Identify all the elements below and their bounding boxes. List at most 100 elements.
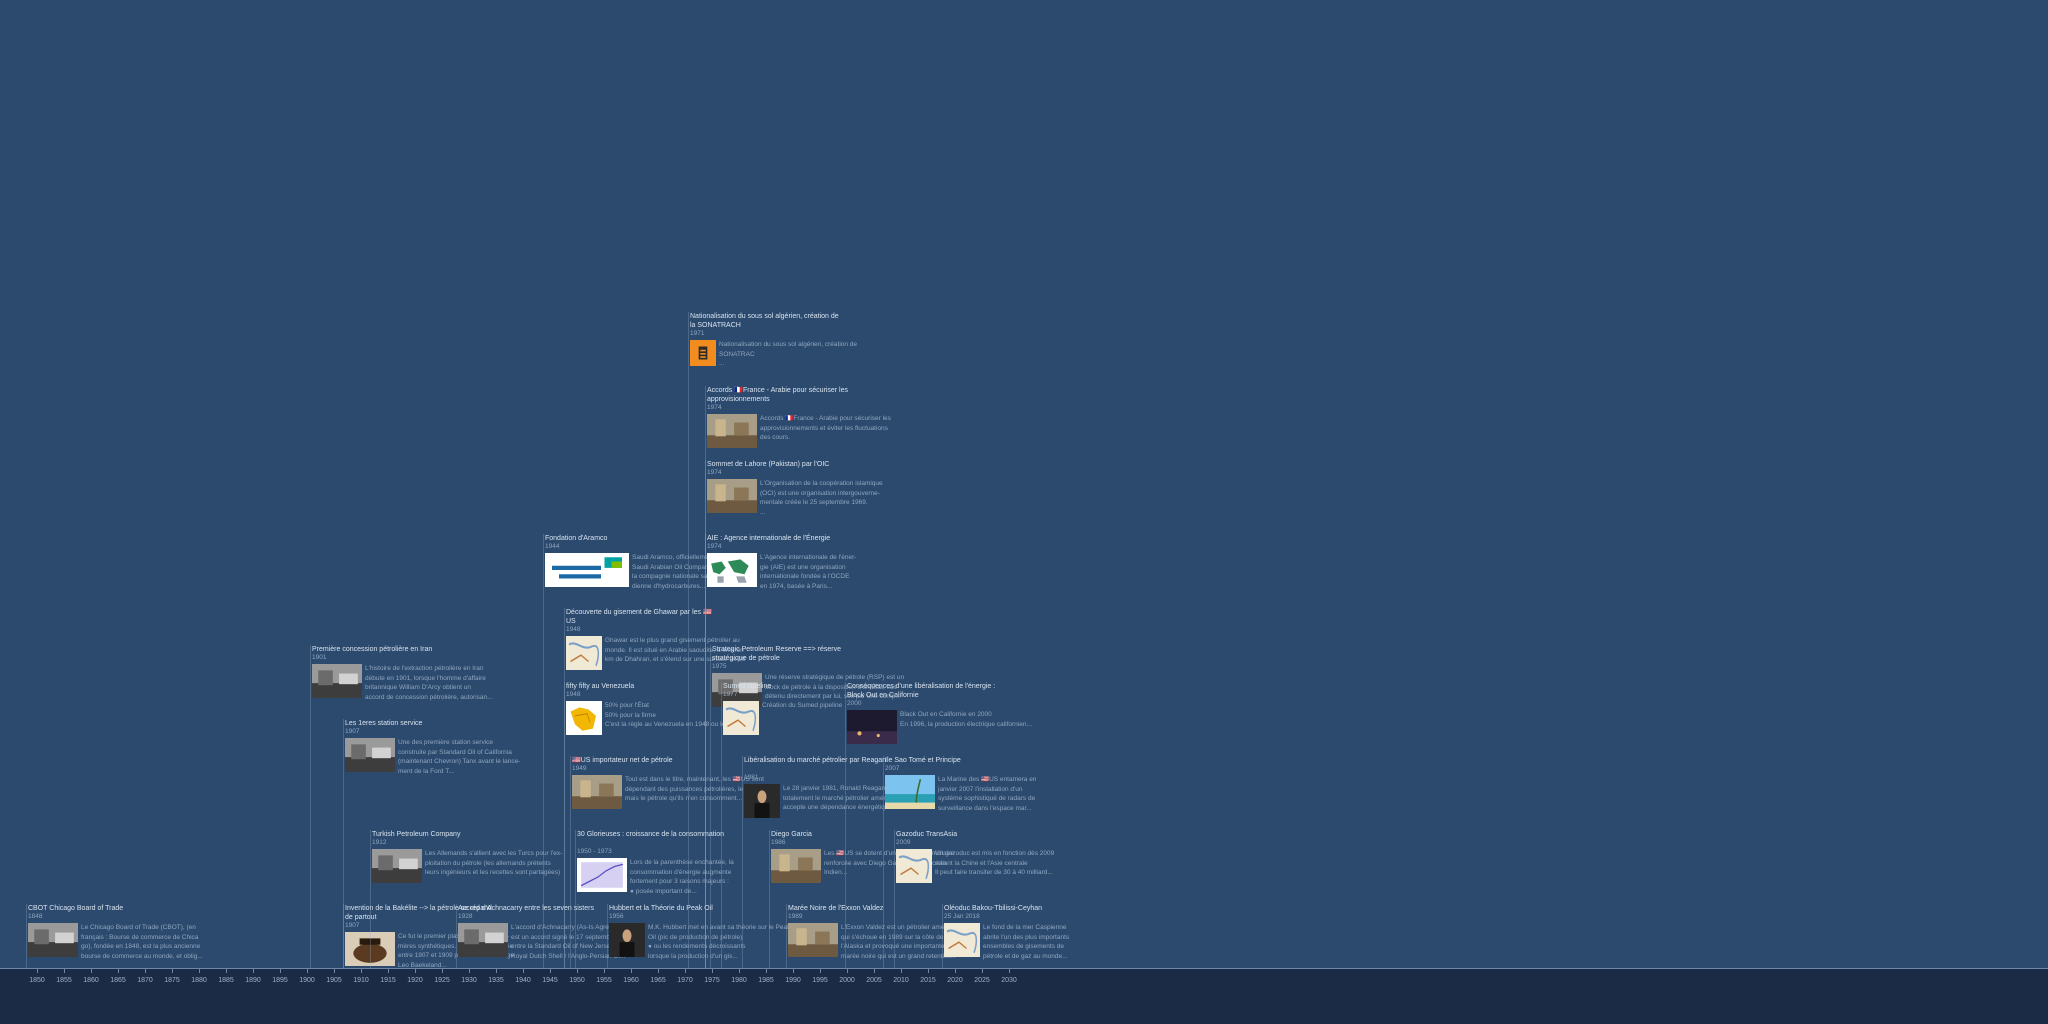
event-title: Oléoduc Bakou-Tbilissi-Ceyhan: [944, 905, 1043, 912]
map-small-thumbnail[interactable]: [566, 636, 602, 670]
axis-tick: [307, 969, 308, 973]
axis-tick: [280, 969, 281, 973]
description-line: Lors de la parenthèse enchantée, la: [630, 859, 734, 866]
photo-color-thumbnail[interactable]: [707, 414, 757, 448]
event-marker-line: [570, 756, 571, 968]
axis-tick-label: 2005: [866, 977, 882, 984]
timeline-event[interactable]: Accord d'Achnacarry entre les seven sist…: [458, 904, 648, 964]
photo-color-thumbnail[interactable]: [572, 775, 622, 809]
description-line: Black Out en Californie en 2000: [900, 711, 992, 718]
portrait-thumbnail[interactable]: [609, 923, 645, 957]
description-line: renforcée avec Diego Garcia dans l'Océan: [824, 859, 947, 867]
event-description: L'histoire de l'extraction pétrolière en…: [365, 664, 505, 704]
photo-gray-thumbnail[interactable]: [312, 664, 362, 698]
event-date: 1928: [458, 913, 473, 920]
time-axis-band[interactable]: [0, 968, 2048, 1024]
timeline-event[interactable]: Libéralisation du marché pétrolier par R…: [744, 756, 934, 818]
event-title: fifty fifty au Venezuela: [566, 683, 635, 690]
event-date: 1944: [545, 543, 560, 550]
axis-tick-label: 1980: [731, 977, 747, 984]
timeline-event[interactable]: Nationalisation du sous sol algérien, cr…: [690, 312, 880, 372]
description-line: mères synthétiques. Elle fut développée: [398, 942, 514, 950]
event-description: Une réserve stratégique de pétrole (RSP)…: [765, 673, 905, 713]
orange-thumbnail[interactable]: [690, 340, 716, 366]
description-line: surveillance dans l'espace mar...: [938, 804, 1032, 812]
description-line: gie (AIE) est une organisation: [760, 563, 846, 571]
photo-dark-thumbnail[interactable]: [847, 710, 897, 744]
photo-gray-thumbnail[interactable]: [345, 738, 395, 772]
timeline-event[interactable]: Invention de la Bakélite --> la pétrole …: [345, 904, 535, 969]
axis-tick: [955, 969, 956, 973]
event-title: Conséquences d'une libéralisation de l'é…: [847, 683, 996, 699]
axis-tick-label: 2010: [893, 977, 909, 984]
photo-brown-thumbnail[interactable]: [345, 932, 395, 966]
event-marker-line: [688, 312, 689, 968]
portrait-thumbnail[interactable]: [744, 784, 780, 818]
event-date: 1974: [707, 469, 722, 476]
photo-color-thumbnail[interactable]: [771, 849, 821, 883]
map-small-thumbnail[interactable]: [944, 923, 980, 957]
event-marker-line: [456, 904, 457, 968]
timeline-event[interactable]: 30 Glorieuses : croissance de la consomm…: [577, 830, 767, 895]
event-title: Les 1eres station service: [345, 720, 423, 727]
event-date: 1974: [707, 543, 722, 550]
timeline-event[interactable]: AIE : Agence internationale de l'Énergie…: [707, 534, 897, 594]
chart-thumbnail[interactable]: [577, 858, 627, 892]
description-line: ensembles de gisements de: [983, 943, 1064, 950]
description-line: ● ou les rendements décroissants: [648, 943, 746, 950]
timeline-event[interactable]: Conséquences d'une libéralisation de l'é…: [847, 682, 1037, 744]
axis-tick: [793, 969, 794, 973]
event-marker-line: [769, 830, 770, 968]
description-line: des cours.: [760, 434, 790, 441]
beach-thumbnail[interactable]: [885, 775, 935, 809]
timeline-event[interactable]: Accords 🇫🇷France - Arabie pour sécuriser…: [707, 386, 897, 448]
description-line: Le 28 janvier 1981, Ronald Reagan libéra…: [783, 785, 913, 792]
event-title: Invention de la Bakélite --> la pétrole …: [345, 905, 492, 921]
axis-tick-label: 1970: [677, 977, 693, 984]
event-description: Ce fut le premier plastique fait de poly…: [398, 932, 538, 972]
map-small-thumbnail[interactable]: [723, 701, 759, 735]
event-marker-line: [564, 608, 565, 968]
timeline-event[interactable]: Découverte du gisement de Ghawar par les…: [566, 608, 756, 670]
photo-gray-thumbnail[interactable]: [372, 849, 422, 883]
map-small-thumbnail[interactable]: [896, 849, 932, 883]
axis-tick-label: 1950: [569, 977, 585, 984]
venezuela-thumbnail[interactable]: [566, 701, 602, 735]
axis-tick: [145, 969, 146, 973]
event-date: 1956: [609, 913, 624, 920]
worldmap-thumbnail[interactable]: [707, 553, 757, 587]
event-title: Sumed pipeline: [723, 683, 772, 690]
photo-color-thumbnail[interactable]: [788, 923, 838, 957]
axis-tick-label: 1965: [650, 977, 666, 984]
event-title: Sommet de Lahore (Pakistan) par l'OIC: [707, 461, 830, 468]
axis-tick: [820, 969, 821, 973]
photo-color-thumbnail[interactable]: [707, 479, 757, 513]
photo-gray-thumbnail[interactable]: [28, 923, 78, 957]
photo-gray-thumbnail[interactable]: [458, 923, 508, 957]
event-date: 2007: [885, 765, 900, 772]
aramco-thumbnail[interactable]: [545, 553, 629, 587]
description-line: détenu directement par lui, soit par une…: [765, 693, 901, 700]
event-date: 1975: [712, 663, 727, 670]
event-title: Turkish Petroleum Company: [372, 831, 461, 838]
